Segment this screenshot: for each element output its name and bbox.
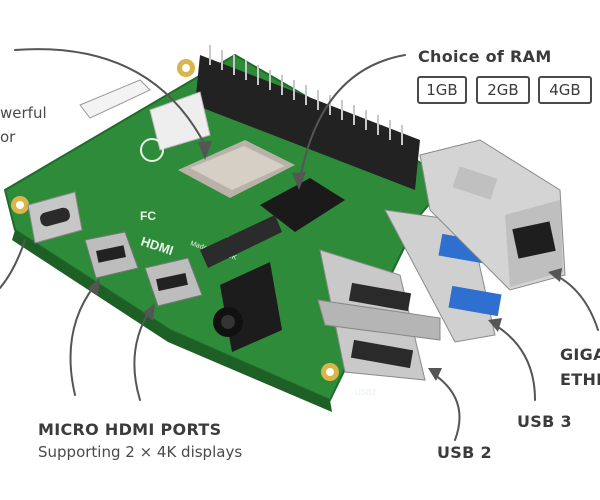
audio-jack bbox=[213, 262, 282, 352]
wireless-module bbox=[149, 91, 211, 151]
callout-line-power bbox=[0, 239, 26, 289]
usb2-label: USB 2 bbox=[437, 443, 492, 462]
micro-hdmi-port-1 bbox=[84, 231, 139, 279]
callout-arrow-hdmi-1 bbox=[88, 278, 100, 296]
callout-line-ethernet bbox=[554, 274, 599, 331]
callout-arrow-ethernet bbox=[548, 268, 562, 282]
gpio-header bbox=[195, 45, 420, 190]
callout-arrow-hdmi-2 bbox=[143, 303, 155, 321]
micro-hdmi-port-2 bbox=[144, 257, 203, 307]
board-print-usb2: USB2 bbox=[355, 388, 376, 397]
callout-line-usb3 bbox=[494, 324, 536, 401]
callout-line-hdmi-2 bbox=[133, 309, 151, 401]
gigabit-label-line2: ETHE bbox=[560, 370, 600, 389]
board-print-fc: FC bbox=[140, 209, 156, 223]
gigabit-label-line1: GIGA bbox=[560, 345, 600, 364]
callout-line-processor bbox=[14, 48, 206, 146]
ram-title: Choice of RAM bbox=[418, 47, 552, 66]
ram-option-2gb: 2GB bbox=[476, 76, 530, 104]
processor-chip bbox=[178, 140, 295, 198]
callout-arrow-ram bbox=[292, 172, 306, 190]
callout-arrow-processor bbox=[198, 141, 212, 160]
micro-hdmi-subtitle: Supporting 2 × 4K displays bbox=[38, 443, 243, 461]
ethernet-port bbox=[419, 139, 566, 291]
ram-option-4gb: 4GB bbox=[538, 76, 592, 104]
micro-hdmi-title: MICRO HDMI PORTS bbox=[38, 420, 222, 439]
callout-arrow-usb3 bbox=[488, 318, 502, 332]
usb3-label: USB 3 bbox=[517, 412, 572, 431]
ram-option-1gb: 1GB bbox=[417, 76, 467, 104]
callout-arrow-usb2 bbox=[428, 368, 442, 381]
ram-chip bbox=[260, 178, 345, 232]
display-connector bbox=[79, 79, 151, 119]
camera-connector bbox=[200, 215, 282, 268]
board-edge bbox=[12, 230, 332, 412]
callout-line-usb2 bbox=[434, 374, 461, 441]
usb2-port-stack bbox=[317, 249, 441, 381]
left-label-line2: or bbox=[0, 128, 16, 146]
usb-c-port bbox=[27, 191, 83, 244]
callout-line-hdmi-1 bbox=[69, 284, 96, 396]
callout-line-ram bbox=[299, 54, 406, 181]
left-label-line1: werful bbox=[0, 104, 47, 122]
raspberry-logo bbox=[140, 138, 164, 162]
